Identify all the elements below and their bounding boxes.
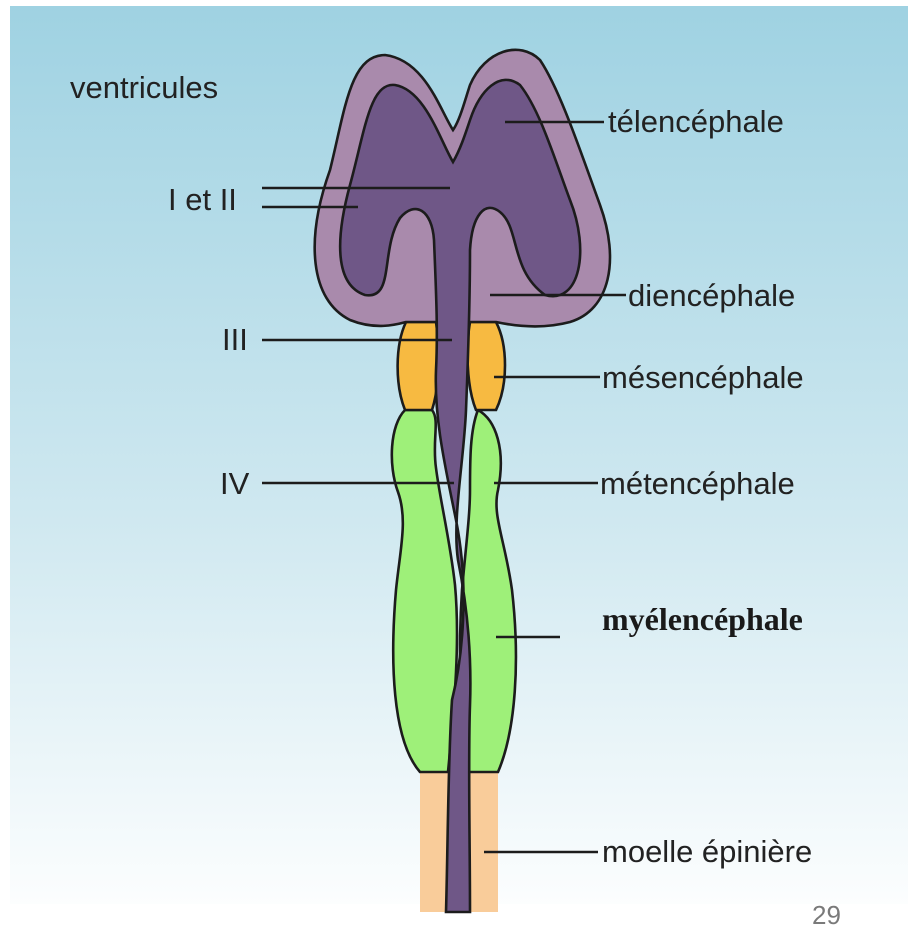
label-moelle: moelle épinière	[602, 834, 812, 869]
page-number: 29	[812, 900, 841, 930]
label-metencephale: métencéphale	[600, 466, 795, 501]
label-mesencephale: mésencéphale	[602, 360, 804, 395]
label-ventricules: ventricules	[70, 70, 218, 105]
label-ventricle-4: IV	[220, 466, 250, 501]
label-ventricle-3: III	[222, 322, 248, 357]
label-diencephale: diencéphale	[628, 278, 795, 313]
label-telencephale: télencéphale	[608, 104, 784, 139]
spinal-cord-right-wall	[468, 772, 498, 912]
spinal-cord-left-wall	[420, 772, 448, 912]
mesencephalon-right-wall	[468, 322, 505, 410]
mesencephalon-left-wall	[398, 322, 439, 410]
label-myelencephale: myélencéphale	[602, 601, 803, 637]
label-ventricles-1-2: I et II	[168, 182, 237, 217]
